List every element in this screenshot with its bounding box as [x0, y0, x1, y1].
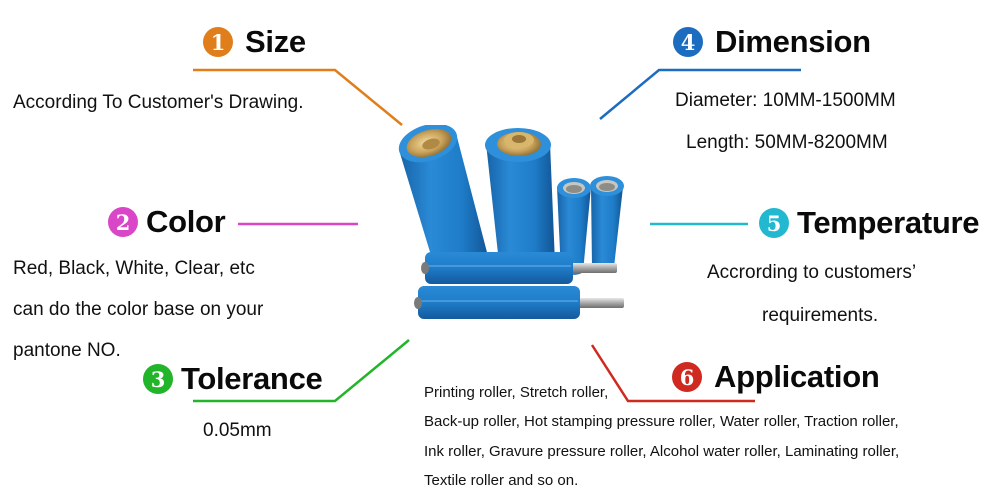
color-heading: 2 Color [108, 204, 226, 240]
temperature-description-line-2: requirements. [762, 305, 879, 326]
size-title: Size [245, 24, 306, 59]
temperature-description-line-1: Accrording to customers’ [707, 262, 917, 283]
tolerance-title: Tolerance [181, 361, 323, 396]
application-title: Application [714, 359, 880, 394]
tolerance-connector-line [193, 339, 410, 403]
color-title: Color [146, 204, 226, 239]
dimension-diameter: Diameter: 10MM-1500MM [675, 90, 896, 111]
roller-product-image [398, 125, 624, 319]
application-line-4: Textile roller and so on. [424, 472, 579, 489]
color-description-line-2: can do the color base on your [13, 299, 264, 320]
small-roller-2 [590, 176, 624, 271]
shaft-roller-2 [414, 286, 624, 319]
large-roller-1 [398, 125, 489, 279]
size-connector-line [193, 68, 403, 126]
number-3-badge-icon: 3 [143, 364, 173, 394]
size-heading: 1 Size [203, 24, 306, 60]
large-roller-2 [485, 128, 555, 273]
number-4-badge-icon: 4 [673, 27, 703, 57]
number-6-badge-icon: 6 [672, 362, 702, 392]
color-description-line-3: pantone NO. [13, 340, 121, 361]
temperature-heading: 5 Temperature [759, 205, 979, 241]
application-connector-line [590, 344, 755, 403]
tolerance-heading: 3 Tolerance [143, 361, 323, 397]
temperature-title: Temperature [797, 205, 980, 240]
shaft-roller-1 [421, 252, 617, 284]
size-description: According To Customer's Drawing. [13, 92, 304, 113]
dimension-title: Dimension [715, 24, 871, 59]
dimension-connector-line [599, 68, 801, 120]
number-1-badge-icon: 1 [203, 27, 233, 57]
dimension-length: Length: 50MM-8200MM [686, 132, 888, 153]
color-description-line-1: Red, Black, White, Clear, etc [13, 258, 255, 279]
number-2-badge-icon: 2 [108, 207, 138, 237]
tolerance-description: 0.05mm [203, 420, 272, 441]
application-line-2: Back-up roller, Hot stamping pressure ro… [424, 413, 899, 430]
dimension-heading: 4 Dimension [673, 24, 871, 60]
application-line-1: Printing roller, Stretch roller, [424, 384, 609, 401]
number-5-badge-icon: 5 [759, 208, 789, 238]
application-line-3: Ink roller, Gravure pressure roller, Alc… [424, 443, 900, 460]
application-heading: 6 Application [672, 359, 880, 395]
